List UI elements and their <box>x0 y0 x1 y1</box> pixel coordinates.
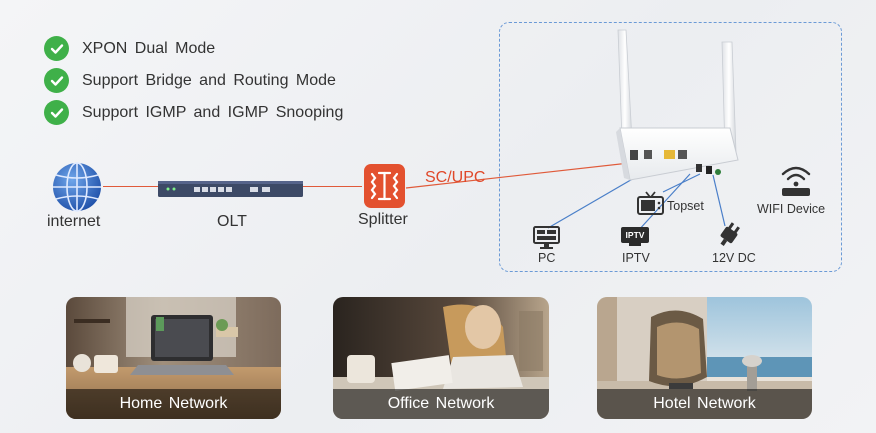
wifi-label: WIFI Device <box>757 202 826 216</box>
olt-label: OLT <box>217 213 247 230</box>
feature-item: Support Bridge and Routing Mode <box>44 68 336 93</box>
olt-device <box>158 181 303 197</box>
check-icon <box>44 68 69 93</box>
power-plug-icon <box>720 222 740 246</box>
feature-label: Support Bridge and Routing Mode <box>82 71 336 89</box>
pc-label: PC <box>538 251 556 265</box>
splitter-label: Splitter <box>358 211 408 228</box>
scene-card-office: Office Network <box>333 297 549 419</box>
feature-item: XPON Dual Mode <box>44 36 215 61</box>
feature-item: Support IGMP and IGMP Snooping <box>44 100 343 125</box>
router-frame <box>499 22 842 272</box>
splitter-icon <box>364 164 405 208</box>
link-internet-olt <box>103 186 159 187</box>
link-router-topset <box>662 173 701 193</box>
tv-icon <box>637 191 664 215</box>
scene-label: Home Network <box>66 389 281 419</box>
router-device <box>616 29 739 181</box>
check-icon <box>44 36 69 61</box>
internet-label: internet <box>47 213 101 230</box>
wifi-icon <box>781 166 811 196</box>
feature-label: XPON Dual Mode <box>82 39 216 57</box>
check-icon <box>44 100 69 125</box>
fiber-label: SC/UPC <box>425 169 486 186</box>
globe-icon <box>53 162 101 212</box>
scene-label: Hotel Network <box>597 389 812 419</box>
pc-icon <box>533 226 560 249</box>
feature-label: Support IGMP and IGMP Snooping <box>82 103 344 121</box>
iptv-label: IPTV <box>622 251 650 265</box>
link-olt-splitter <box>302 186 362 187</box>
link-router-dc <box>712 174 726 227</box>
iptv-icon: IPTV <box>621 227 649 243</box>
scene-label: Office Network <box>333 389 549 419</box>
dc-label: 12V DC <box>712 251 756 265</box>
scene-card-hotel: Hotel Network <box>597 297 812 419</box>
iptv-stand <box>629 243 641 246</box>
link-splitter-router <box>405 161 639 189</box>
scene-card-home: Home Network <box>66 297 281 419</box>
topset-label: Topset <box>667 199 704 213</box>
